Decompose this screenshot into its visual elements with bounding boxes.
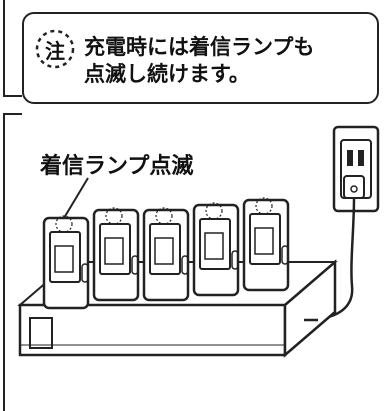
note-line-1: 充電時には着信ランプも — [84, 35, 315, 59]
handset-5 — [242, 197, 290, 292]
handset-2 — [92, 207, 140, 302]
handsets — [42, 197, 290, 310]
wall-outlet — [309, 125, 380, 322]
callout-label: 着信ランプ点滅 — [40, 154, 194, 179]
note-box: 注 充電時には着信ランプも 点滅し続けます。 — [22, 12, 379, 104]
handset-1 — [42, 215, 90, 310]
handset-3 — [142, 207, 190, 302]
note-text: 充電時には着信ランプも 点滅し続けます。 — [84, 34, 369, 88]
handset-4 — [192, 202, 240, 297]
note-line-2: 点滅し続けます。 — [84, 62, 250, 86]
note-badge-icon — [35, 29, 75, 69]
callout-leader-line — [63, 177, 89, 219]
note-badge-label: 注 — [45, 38, 65, 63]
